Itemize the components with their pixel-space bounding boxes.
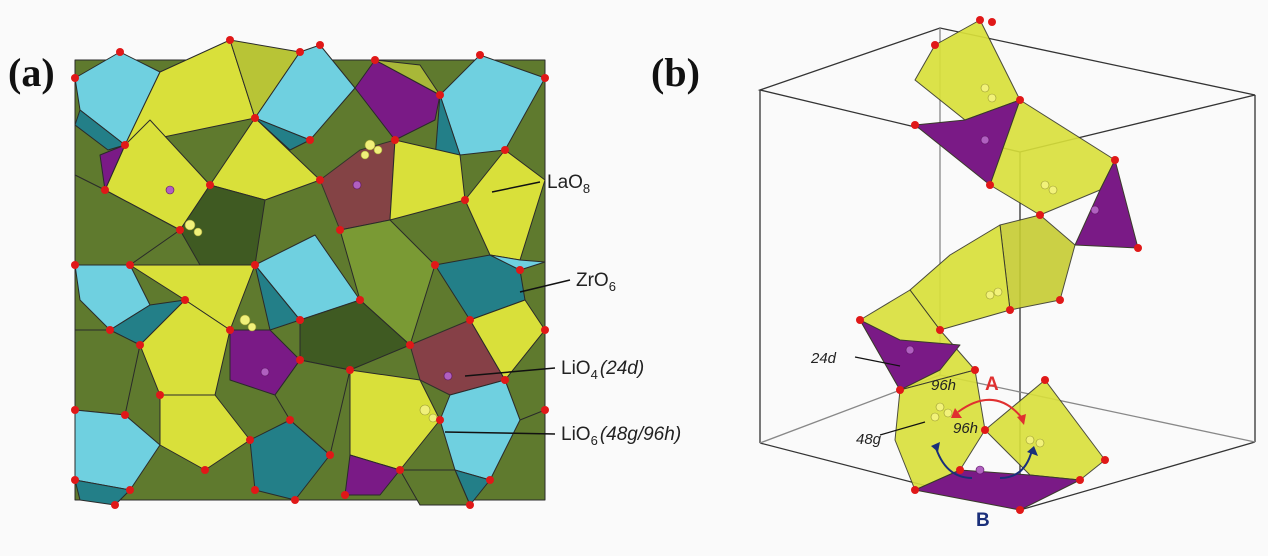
path-b-arrowhead-left — [931, 442, 940, 452]
zro6-octahedron — [74, 409, 161, 491]
label-lio4: LiO4(24d) — [561, 358, 644, 382]
panel-b-letter: (b) — [651, 50, 700, 95]
oxygen-atoms-b — [856, 16, 1142, 514]
la-site-spheres — [165, 180, 453, 381]
tet-site-spheres-b — [905, 135, 1100, 475]
leader-lines-b — [854, 356, 926, 436]
leader-zro6 — [519, 279, 571, 293]
path-b-arrowhead-right — [1027, 446, 1038, 456]
path-b-arrow-right — [999, 449, 1033, 479]
leader-lio6 — [444, 431, 556, 435]
li-site-spheres — [184, 139, 438, 423]
label-48g: 48g — [856, 431, 882, 448]
label-path-a: A — [985, 374, 999, 395]
leader-24d — [854, 356, 901, 367]
lao8-polyhedron — [139, 299, 231, 396]
leader-lao8 — [491, 181, 541, 193]
zro6-octahedron — [74, 109, 126, 151]
lio4-tetrahedron — [354, 59, 441, 141]
oxygen-atoms — [71, 36, 549, 509]
olive-polyhedron — [74, 174, 181, 266]
zro6-octahedron — [489, 254, 546, 271]
olive-polyhedron — [274, 359, 351, 456]
li-chain — [856, 16, 1142, 514]
path-a-arrowhead-left — [951, 408, 962, 418]
lio6-octahedron — [914, 19, 1021, 121]
li-site-spheres-b — [930, 83, 1058, 448]
panel-a-letter: (a) — [8, 50, 55, 95]
lao8-polyhedron — [129, 264, 256, 331]
lio6-octahedron — [999, 214, 1076, 311]
panel-a: (a) — [8, 36, 681, 509]
zro6-octahedron — [249, 419, 331, 501]
garnet-structure-a — [71, 36, 549, 509]
lio4-tetrahedron — [99, 144, 126, 191]
olive-polyhedron — [299, 299, 411, 371]
label-path-b: B — [976, 510, 990, 531]
leader-lio4 — [464, 367, 556, 377]
olive-polyhedron — [179, 184, 266, 266]
zro6-octahedron — [254, 117, 311, 151]
lio4-tetrahedron — [344, 454, 401, 496]
lio6-octahedron — [349, 369, 441, 471]
hop-paths — [931, 398, 1038, 479]
path-a-arrow — [957, 398, 1023, 419]
lio4-tetrahedron — [859, 319, 961, 391]
lao8-polyhedron — [159, 394, 251, 471]
olive-polyhedron — [339, 219, 436, 346]
leader-lines-a — [444, 181, 571, 435]
label-lio6: LiO6(48g/96h) — [561, 424, 681, 448]
zro6-octahedron — [434, 254, 526, 321]
label-96h-lower: 96h — [953, 420, 978, 437]
olive-polyhedron — [74, 329, 141, 416]
path-a-arrowhead-right — [1017, 414, 1026, 425]
zro6-octahedron — [254, 264, 301, 331]
label-96h-upper: 96h — [931, 377, 956, 394]
lio6-octahedron — [984, 379, 1106, 481]
lao8-polyhedron — [374, 59, 441, 96]
panel-b: (b) — [651, 16, 1256, 531]
lio6-octahedron — [989, 99, 1116, 216]
label-lao8: LaO8 — [547, 172, 590, 196]
lao8-polyhedron — [464, 149, 546, 261]
label-24d: 24d — [810, 350, 837, 367]
leader-48g — [879, 421, 926, 436]
label-zro6: ZrO6 — [576, 270, 616, 294]
